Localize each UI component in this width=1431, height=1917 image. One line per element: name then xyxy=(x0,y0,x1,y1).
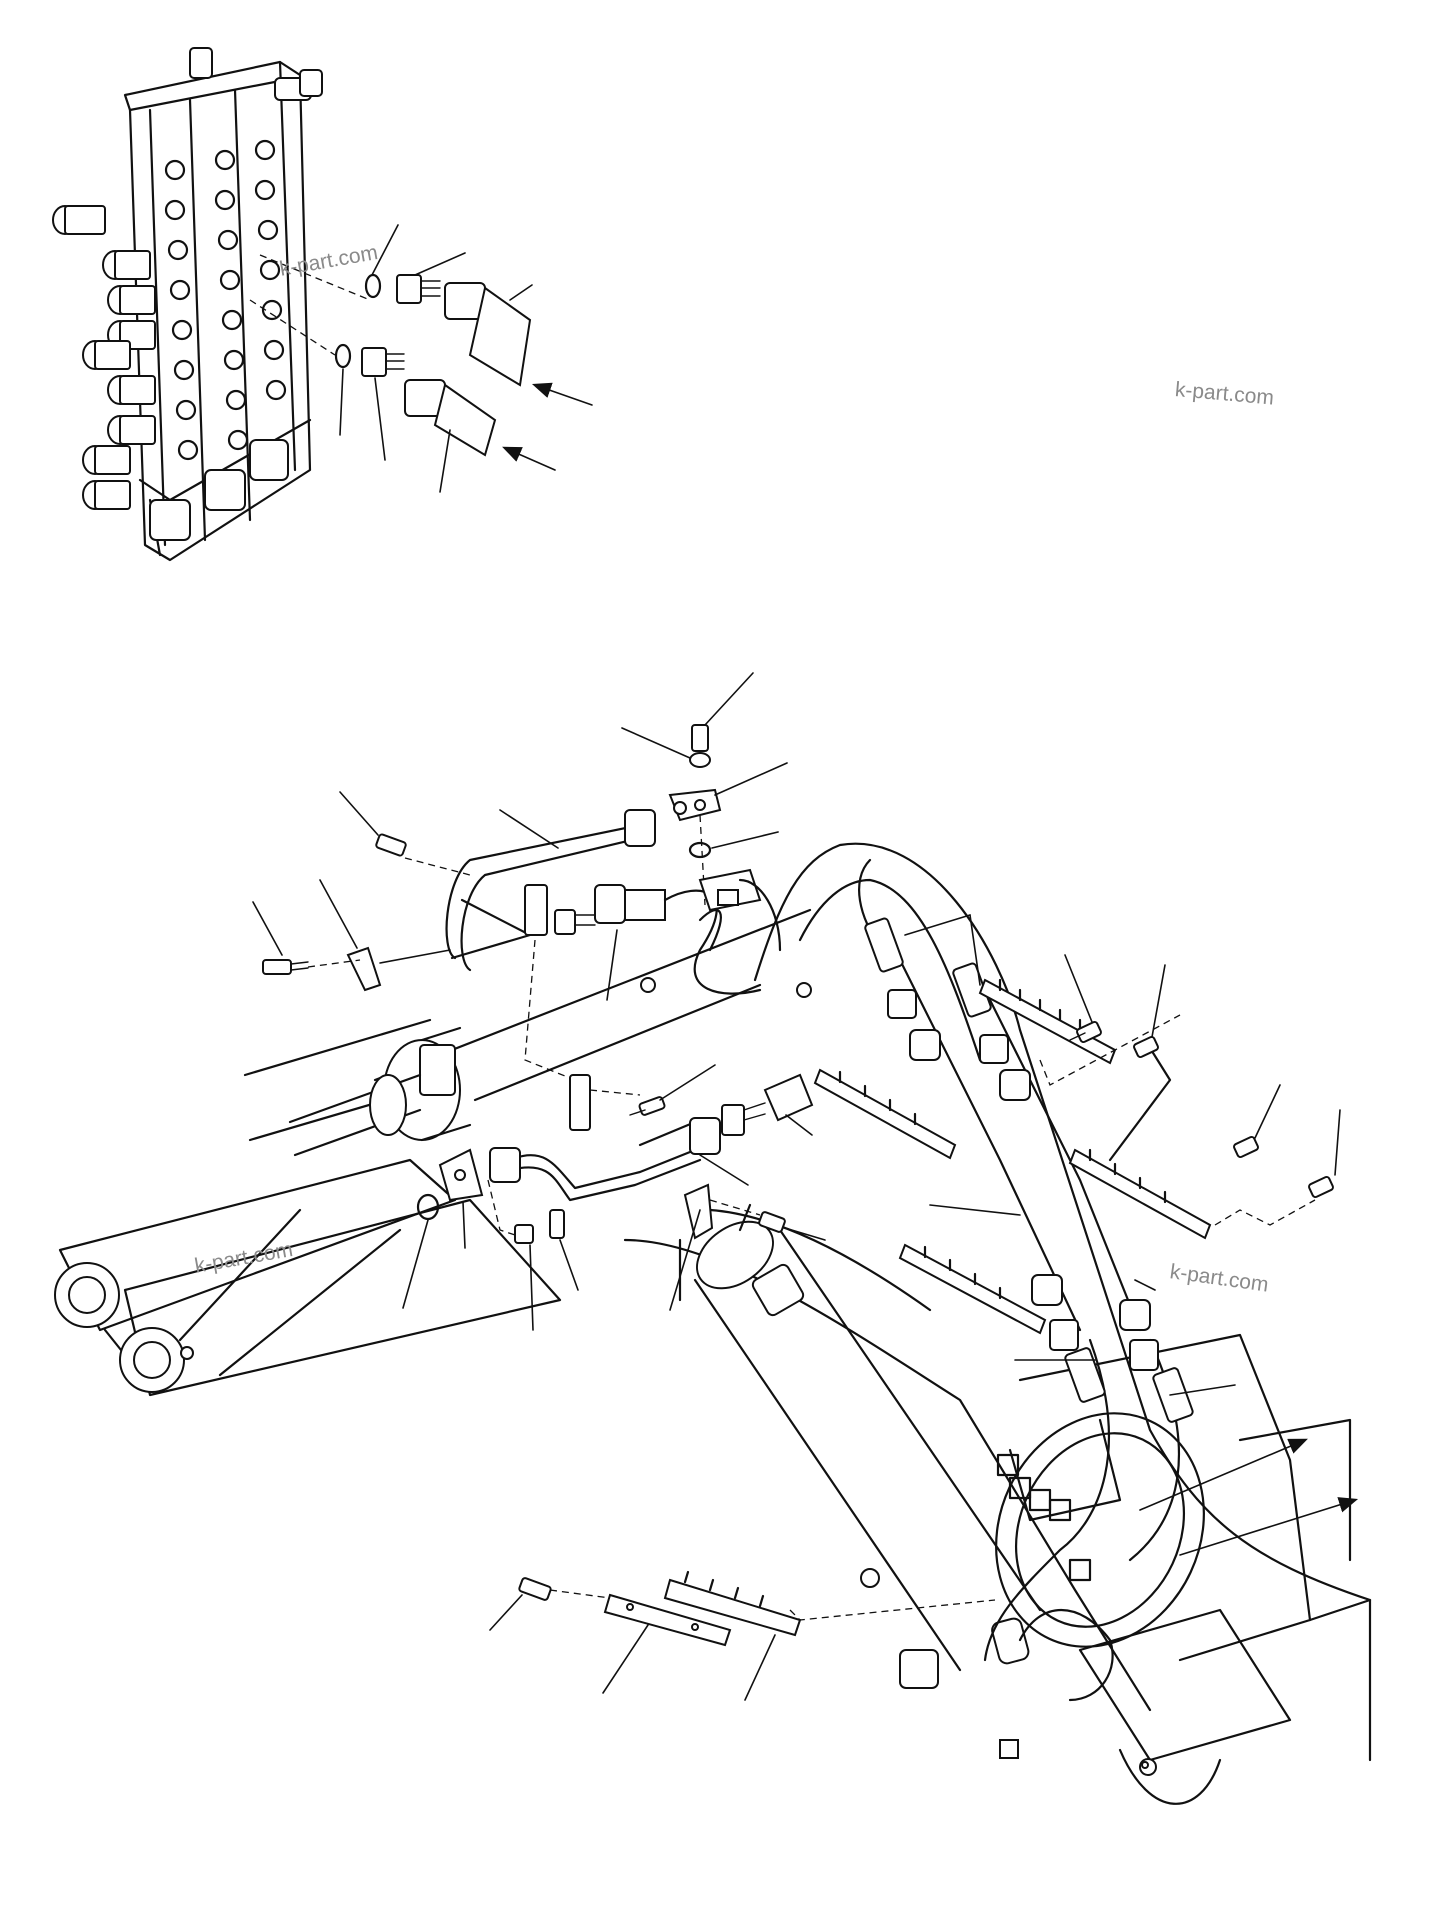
bolt-left-a xyxy=(262,959,292,975)
clamp-bracket-upper xyxy=(524,884,548,936)
boom-hoses xyxy=(858,858,1236,1662)
left-clamp-upper xyxy=(252,791,471,992)
boom-link-arms xyxy=(54,1158,562,1397)
washer-middle xyxy=(514,1224,534,1244)
nut-bottom xyxy=(860,1568,880,1588)
adapter-upper xyxy=(396,274,441,304)
o-ring-upper xyxy=(364,273,382,299)
bolt-bottom xyxy=(518,1577,552,1601)
bolt-top xyxy=(691,724,709,752)
o-ring-top xyxy=(688,841,712,859)
hose-clamps xyxy=(813,978,1212,1335)
bolt-left-b xyxy=(375,833,407,857)
clamp-left xyxy=(346,946,382,992)
hose-end-upper xyxy=(444,282,532,387)
boom-structure xyxy=(54,842,1372,1805)
hose-end-lower xyxy=(404,379,497,457)
pipe-nut-top xyxy=(624,809,656,847)
washer-top xyxy=(689,752,711,768)
bolt-middle xyxy=(549,1209,565,1239)
boom-right-bolts xyxy=(1039,954,1341,1226)
arm-cylinder xyxy=(678,1203,1042,1759)
spool-plugs-left xyxy=(52,205,156,510)
clamp-bracket-middle xyxy=(569,1074,591,1131)
nut-b xyxy=(796,982,812,998)
middle-pipe-assembly xyxy=(402,939,826,1331)
boom-cylinder xyxy=(288,1026,472,1157)
valve-fittings xyxy=(249,224,593,493)
clamp-comb-bottom xyxy=(663,1578,802,1637)
control-valve-assembly xyxy=(52,47,323,562)
swing-rings xyxy=(995,1412,1205,1648)
upper-pipe-assembly xyxy=(445,672,788,1001)
bottom-clamp-assembly xyxy=(489,1568,996,1701)
o-ring-lower xyxy=(334,343,352,369)
o-ring-middle xyxy=(416,1193,440,1221)
swing-bracket xyxy=(1008,1333,1372,1805)
clamp-plate-bottom xyxy=(603,1593,732,1647)
nut-a xyxy=(640,977,656,993)
valve-port-circles xyxy=(164,139,287,461)
clamp-middle-lower xyxy=(683,1183,714,1240)
adapter-lower xyxy=(361,347,405,377)
boom-hose-fittings xyxy=(864,917,1194,1423)
